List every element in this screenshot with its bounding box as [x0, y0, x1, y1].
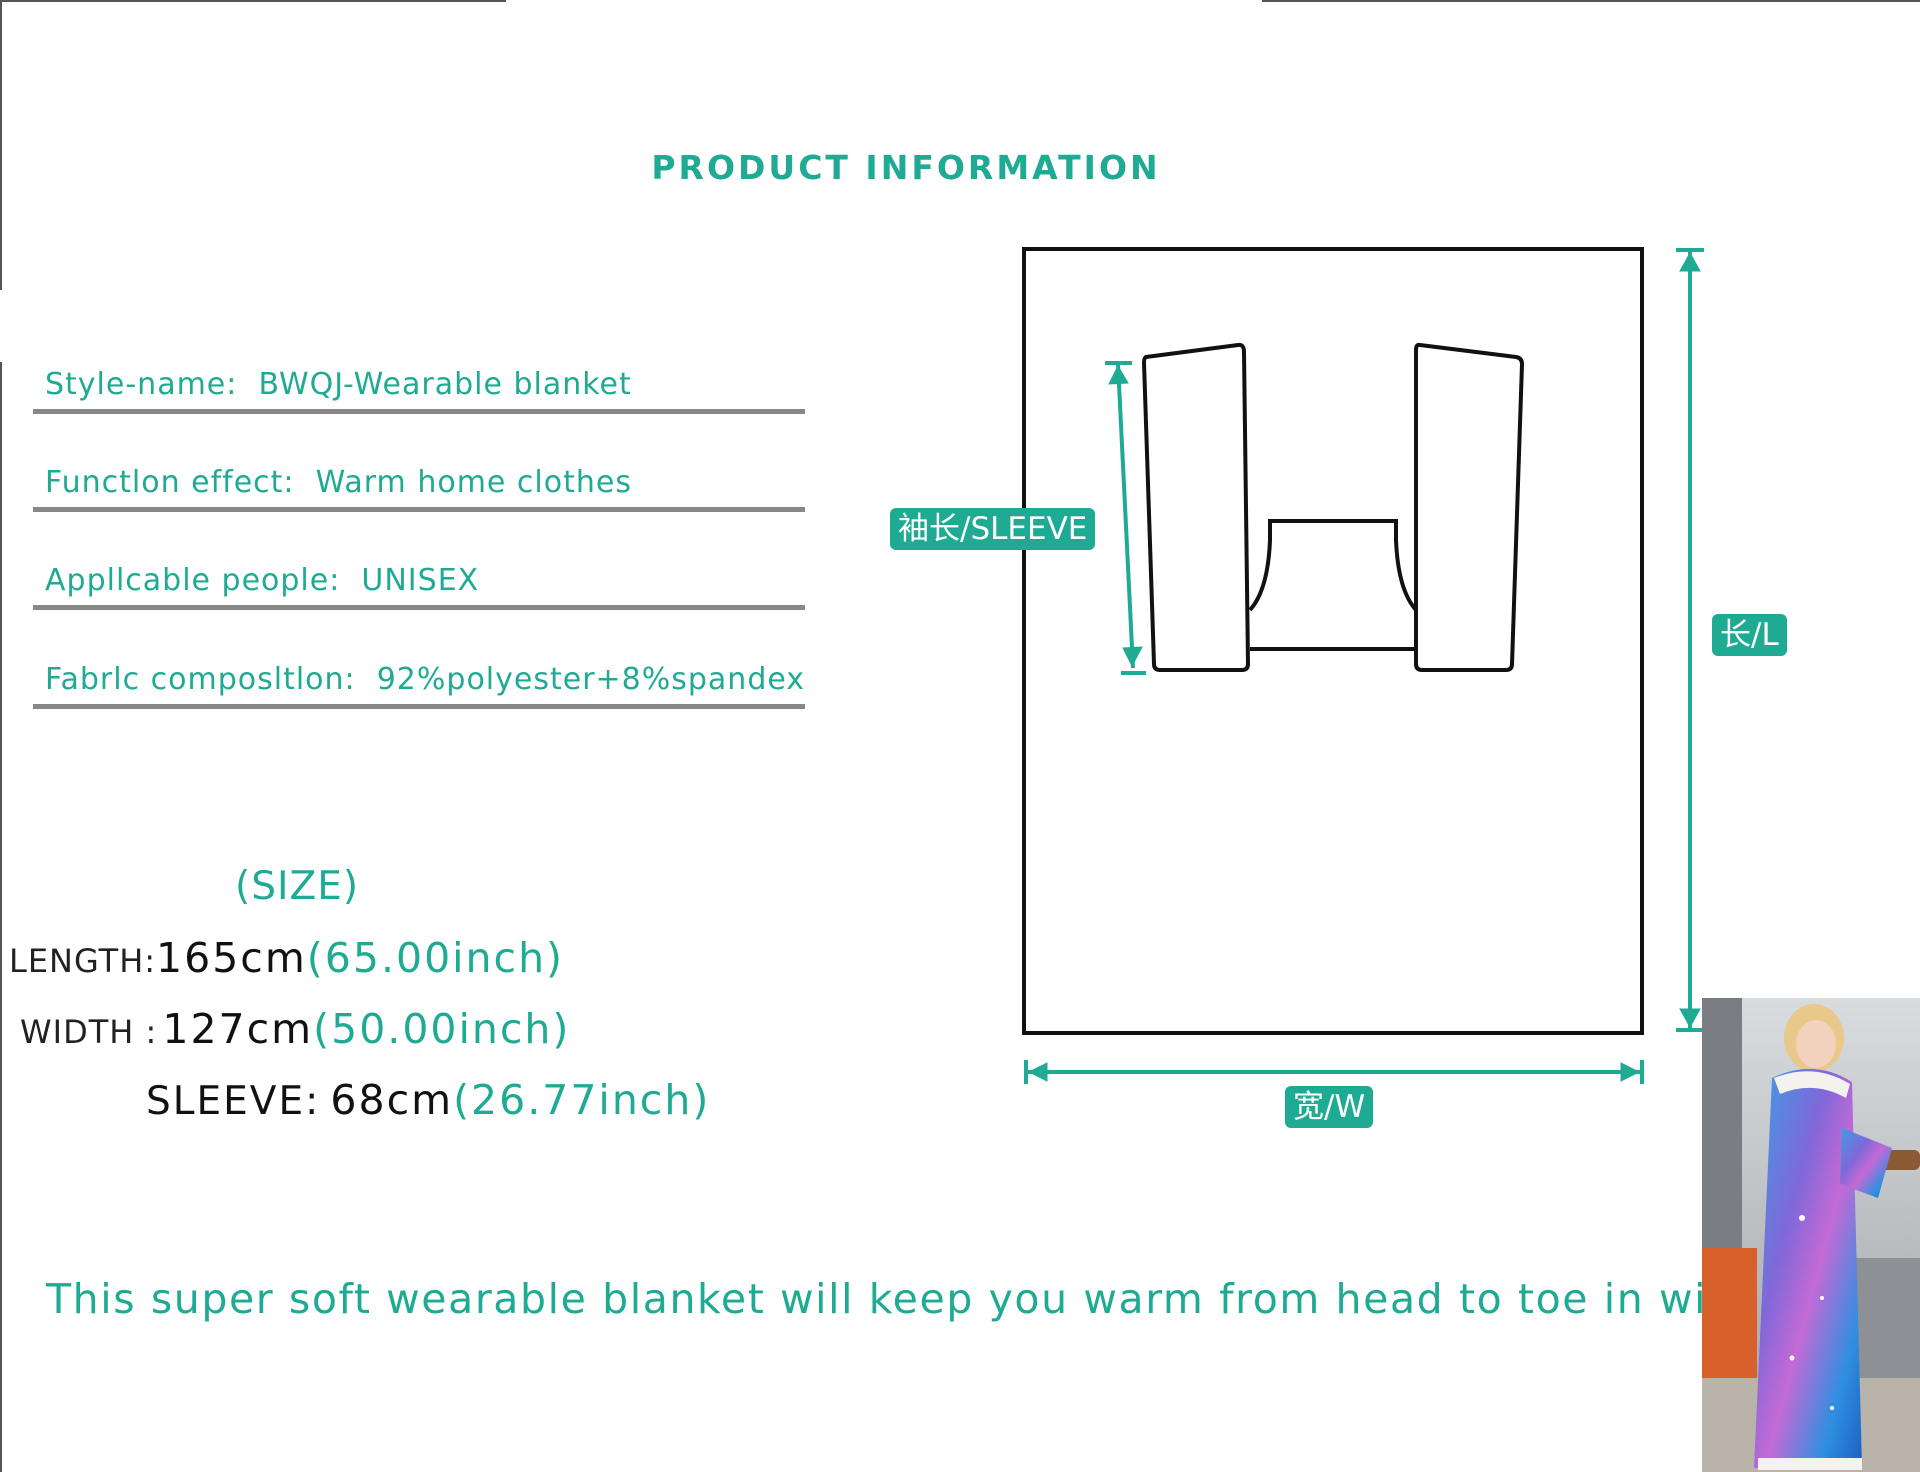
top-edge-left	[0, 0, 506, 2]
size-sleeve: SLEEVE: 68cm(26.77inch)	[146, 1076, 710, 1124]
length-badge: 长/L	[1712, 614, 1787, 656]
size-width-inch: (50.00inch)	[313, 1005, 571, 1053]
size-width-cm: 127cm	[162, 1005, 314, 1053]
top-edge-right	[1262, 0, 1920, 2]
info-row-people: Appllcable people: UNISEX	[33, 540, 805, 610]
size-length-inch: (65.00inch)	[306, 934, 565, 982]
info-row-fabric: Fabrlc composltlon: 92%polyester+8%spand…	[33, 639, 805, 709]
info-row-function: Functlon effect: Warm home clothes	[33, 442, 805, 512]
left-sleeve-shape	[1141, 342, 1251, 672]
person-wearing-galaxy-blanket-photo	[1702, 998, 1920, 1472]
size-width: WIDTH : 127cm(50.00inch)	[20, 1005, 570, 1053]
left-edge-bottom	[0, 362, 2, 1472]
size-width-label: WIDTH :	[20, 1013, 158, 1051]
size-title: (SIZE)	[235, 864, 360, 909]
right-sleeve-shape	[1414, 342, 1525, 672]
divider	[33, 409, 805, 414]
sleeve-arrow	[1105, 361, 1146, 675]
size-length-label: LENGTH:	[9, 942, 157, 980]
info-label: Functlon effect:	[45, 465, 295, 500]
neck-opening	[1248, 519, 1418, 612]
tagline: This super soft wearable blanket will ke…	[46, 1275, 1809, 1323]
size-length: LENGTH:165cm(65.00inch)	[9, 934, 564, 982]
info-value: 92%polyester+8%spandex	[376, 662, 806, 697]
width-badge: 宽/W	[1285, 1086, 1374, 1128]
info-value: BWQJ-Wearable blanket	[258, 367, 632, 402]
left-edge-top	[0, 0, 2, 290]
divider	[33, 704, 805, 709]
width-arrow	[1024, 1060, 1644, 1084]
size-length-cm: 165cm	[156, 934, 307, 982]
info-row-style: Style-name: BWQJ-Wearable blanket	[33, 344, 805, 414]
info-label: Style-name:	[45, 367, 238, 402]
size-sleeve-label: SLEEVE:	[146, 1079, 321, 1124]
sleeve-badge: 袖长/SLEEVE	[890, 508, 1096, 550]
info-value: UNISEX	[361, 563, 480, 598]
page-title: PRODUCT INFORMATION	[651, 148, 1161, 187]
info-label: Fabrlc composltlon:	[45, 662, 356, 697]
size-sleeve-inch: (26.77inch)	[453, 1076, 711, 1124]
divider	[33, 507, 805, 512]
divider	[33, 605, 805, 610]
length-arrow	[1676, 248, 1704, 1032]
info-value: Warm home clothes	[315, 465, 632, 500]
info-label: Appllcable people:	[45, 563, 341, 598]
blanket-outline	[1022, 247, 1644, 1035]
size-sleeve-cm: 68cm	[330, 1076, 454, 1124]
